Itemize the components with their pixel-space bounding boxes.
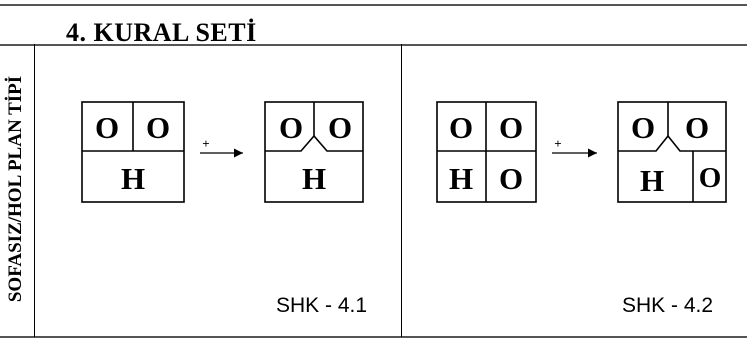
- rule-2-transform-arrow: +: [552, 136, 597, 158]
- room-label-hol: H: [121, 161, 145, 196]
- page-title: 4. KURAL SETİ: [66, 18, 257, 47]
- operator-plus: +: [554, 136, 561, 151]
- room-label-oda: O: [146, 110, 170, 145]
- rule-2-before-plan: O O H O: [436, 101, 537, 203]
- room-label-oda: O: [699, 162, 722, 194]
- room-label-oda: O: [328, 110, 352, 145]
- rule-2-after-plan: O O H O: [617, 101, 727, 203]
- room-label-hol: H: [449, 161, 473, 196]
- room-label-oda: O: [449, 110, 473, 145]
- bottom-border: [0, 336, 747, 338]
- panel-divider: [401, 44, 402, 337]
- room-label-hol: H: [640, 163, 664, 198]
- rule-1-after-plan: O O H: [264, 101, 364, 203]
- rule-1-caption: SHK - 4.1: [276, 294, 368, 317]
- plan-outline: [617, 101, 727, 203]
- top-border: [0, 4, 747, 6]
- room-label-oda: O: [631, 110, 655, 145]
- operator-plus: +: [202, 136, 209, 151]
- room-label-oda: O: [95, 110, 119, 145]
- room-label-hol: H: [302, 161, 326, 196]
- rule-1-before-plan: O O H: [81, 101, 185, 203]
- rule-2-caption: SHK - 4.2: [622, 294, 714, 317]
- room-label-oda: O: [499, 161, 523, 196]
- room-label-oda: O: [279, 110, 303, 145]
- header-divider: [0, 44, 747, 46]
- room-label-oda: O: [499, 110, 523, 145]
- sidebar-divider: [34, 44, 35, 337]
- rule-1-transform-arrow: +: [200, 136, 243, 158]
- room-label-oda: O: [685, 110, 709, 145]
